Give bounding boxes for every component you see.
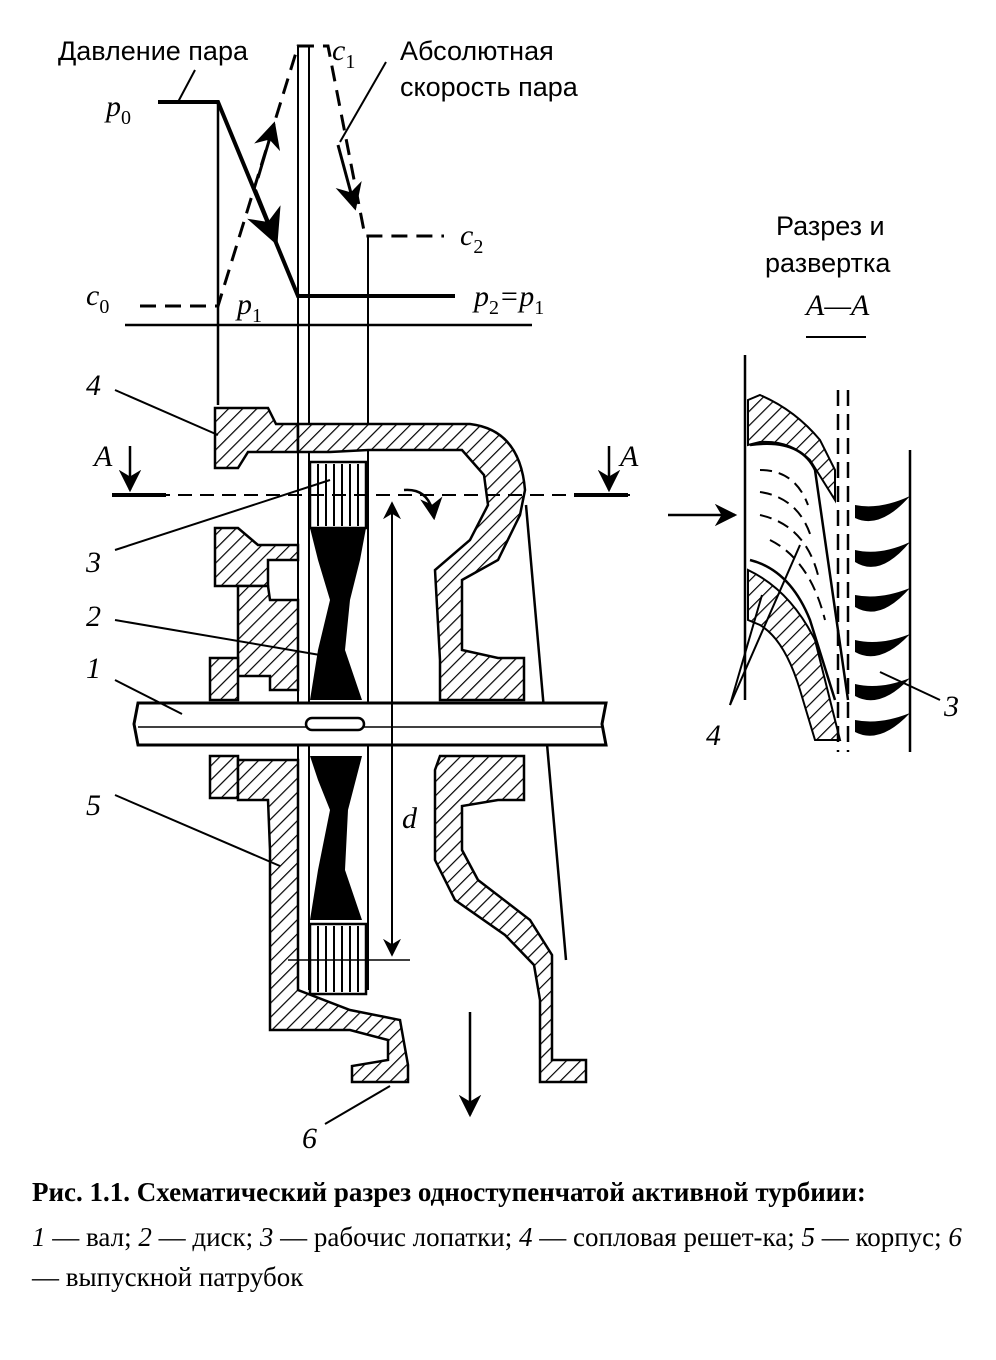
section-part-3-label: 3 xyxy=(943,690,959,723)
steam-parameter-graph xyxy=(125,44,532,460)
velocity-arrow-up xyxy=(254,121,281,179)
diameter-label: d xyxy=(402,802,418,835)
part-1-label: 1 xyxy=(86,652,101,685)
turbine-diagram: Давление пара Абсолютная скорость пара Р… xyxy=(58,34,959,1155)
part-5-label: 5 xyxy=(86,789,101,822)
pressure-leader xyxy=(177,69,196,103)
rotation-arrow xyxy=(403,488,443,521)
casing-right-bottom xyxy=(433,754,588,1084)
section-mark-left: A xyxy=(92,440,113,473)
caption-title: Рис. 1.1. Схематический разрез одноступе… xyxy=(32,1177,866,1207)
velocity-curve xyxy=(140,44,444,308)
pressure-curve xyxy=(158,100,455,298)
casing-right-top xyxy=(296,422,527,702)
svg-text:c0: c0 xyxy=(86,279,109,318)
section-part-4-label: 4 xyxy=(706,719,721,752)
nozzle-channel xyxy=(749,442,850,701)
caption-legend: 1 — вал; 2 — диск; 3 — рабочис лопатки; … xyxy=(32,1222,962,1292)
section-label-line1: Разрез и xyxy=(776,211,885,241)
nozzle-section-hatched-top xyxy=(747,393,836,504)
disk-lower xyxy=(310,756,362,920)
svg-text:c1: c1 xyxy=(332,34,355,73)
c2-symbol: c xyxy=(460,219,473,252)
pressure-label: Давление пара xyxy=(58,36,249,66)
velocity-arrow-down xyxy=(335,144,362,211)
shaft xyxy=(132,701,608,747)
turbine-section xyxy=(112,389,630,1125)
section-label-line2: развертка xyxy=(765,248,891,278)
p0-symbol: p xyxy=(104,90,121,123)
c0-symbol: c xyxy=(86,279,99,312)
svg-text:p2=p1: p2=p1 xyxy=(472,280,544,319)
part-3-label: 3 xyxy=(85,546,101,579)
svg-text:c2: c2 xyxy=(460,219,483,258)
section-mark-right: A xyxy=(618,440,639,473)
velocity-label-line1: Абсолютная xyxy=(400,36,554,66)
svg-text:p0: p0 xyxy=(104,90,131,129)
svg-text:p1: p1 xyxy=(235,288,262,327)
developed-section-aa xyxy=(668,336,941,752)
part-4-label: 4 xyxy=(86,369,101,402)
casing-left xyxy=(236,584,300,692)
c1-symbol: c xyxy=(332,34,345,67)
p1-symbol: p xyxy=(235,288,252,321)
nozzle-block xyxy=(213,406,300,470)
blades-lower xyxy=(308,922,368,996)
figure-caption: Рис. 1.1. Схематический разрез одноступе… xyxy=(32,1172,972,1297)
shaft-key xyxy=(304,716,366,732)
blade-profiles xyxy=(855,496,910,736)
disk-upper xyxy=(310,528,366,700)
p2-symbol: p xyxy=(472,280,489,313)
part-2-label: 2 xyxy=(86,600,101,633)
labels: Давление пара Абсолютная скорость пара Р… xyxy=(58,34,959,1155)
velocity-label-line2: скорость пара xyxy=(400,72,579,102)
section-label-aa: А—А xyxy=(804,289,870,322)
part-6-label: 6 xyxy=(302,1122,317,1155)
pressure-arrow xyxy=(247,189,281,246)
velocity-leader xyxy=(339,61,387,143)
